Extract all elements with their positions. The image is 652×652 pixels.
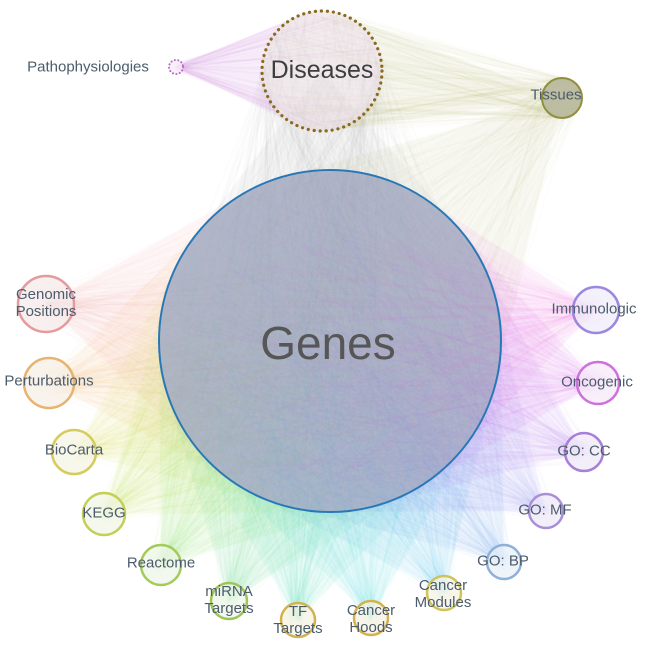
node-kegg-circle[interactable] <box>81 491 127 537</box>
node-cancer-modules-circle[interactable] <box>425 574 463 612</box>
node-genes-circle[interactable] <box>158 169 502 513</box>
node-cancer-hoods-circle[interactable] <box>352 599 390 637</box>
node-biocarta-circle[interactable] <box>50 428 98 476</box>
node-genomic-positions-circle[interactable] <box>16 274 76 334</box>
node-reactome-circle[interactable] <box>139 543 183 587</box>
node-oncogenic-circle[interactable] <box>575 360 621 406</box>
node-pathophysiologies-circle[interactable] <box>168 59 184 75</box>
node-immunologic-circle[interactable] <box>571 285 621 335</box>
node-tf-targets-circle[interactable] <box>279 601 317 639</box>
node-go-cc-circle[interactable] <box>563 431 605 473</box>
node-mirna-targets-circle[interactable] <box>209 581 249 621</box>
node-go-mf-circle[interactable] <box>527 492 565 530</box>
node-perturbations-circle[interactable] <box>22 356 76 410</box>
node-diseases-circle[interactable] <box>260 9 384 133</box>
node-tissues-circle[interactable] <box>541 77 583 119</box>
node-go-bp-circle[interactable] <box>485 543 523 581</box>
